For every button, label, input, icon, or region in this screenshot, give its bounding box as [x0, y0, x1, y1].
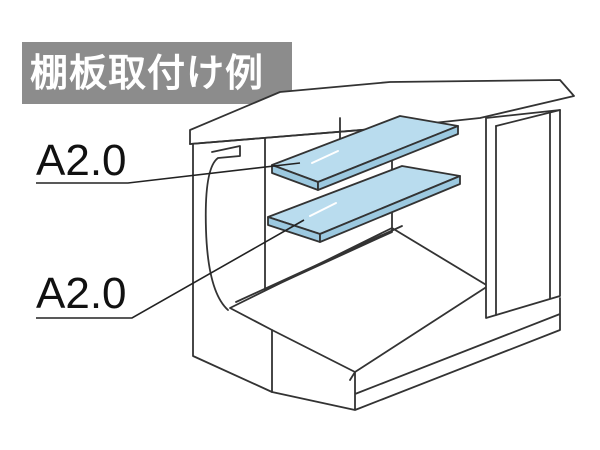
- upper-shelf-highlight: [311, 150, 339, 164]
- lower-shelf-label: A2.0: [36, 269, 127, 318]
- roof-front-edge: [189, 127, 387, 145]
- lower-shelf-highlight: [309, 202, 337, 217]
- diagram-title: 棚板取付け例: [22, 42, 292, 104]
- upper-shelf-side: [317, 125, 459, 191]
- right-door-panel: [485, 109, 561, 319]
- left-wall-inner-bracket: [204, 145, 241, 311]
- upper-shelf-leader: [36, 162, 301, 184]
- lower-shelf-leader: [36, 219, 305, 319]
- left-wall: [192, 143, 273, 393]
- floor-back-rail: [235, 225, 403, 303]
- lower-shelf-side: [319, 175, 461, 243]
- upper-shelf-label: A2.0: [36, 136, 127, 185]
- right-door-top: [495, 109, 561, 127]
- floor: [229, 227, 489, 373]
- front-bottom-rail: [271, 297, 561, 411]
